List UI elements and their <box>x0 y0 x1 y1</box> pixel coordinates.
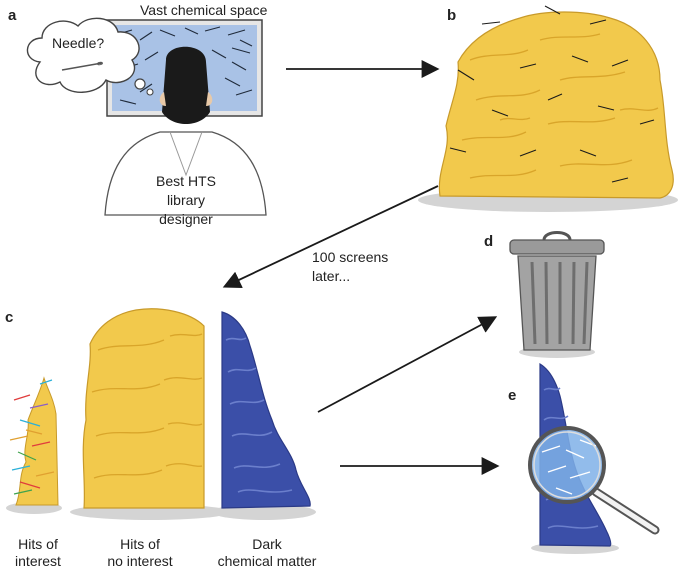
needle-icon <box>61 61 103 71</box>
label-no-interest-2: no interest <box>107 553 172 569</box>
trash-can-icon <box>509 231 605 358</box>
transition-line-2: later... <box>312 268 350 284</box>
panel-letter-c: c <box>5 309 13 326</box>
arrow-b-to-c <box>222 185 439 288</box>
hits-of-no-interest-slice <box>70 308 230 520</box>
person-label-line-3: designer <box>159 211 213 227</box>
label-hits-interest-1: Hits of <box>18 536 58 552</box>
person-figure <box>104 46 267 216</box>
hits-of-interest-slice <box>6 376 62 514</box>
panel-letter-b: b <box>447 7 456 24</box>
person-label-line-2: library <box>167 192 205 208</box>
thought-bubble-icon <box>26 17 154 96</box>
label-hits-interest-2: interest <box>15 553 61 569</box>
magnifying-glass-icon <box>528 426 660 535</box>
arrow-c-to-d <box>317 316 498 413</box>
panel-letter-a: a <box>8 7 17 24</box>
label-no-interest-1: Hits of <box>120 536 160 552</box>
haystack-icon <box>418 5 678 212</box>
transition-line-1: 100 screens <box>312 249 388 265</box>
chemical-space-title: Vast chemical space <box>140 2 268 18</box>
person-label-line-1: Best HTS <box>156 173 216 189</box>
panel-letter-d: d <box>484 233 493 250</box>
label-dark-matter-2: chemical matter <box>218 553 317 569</box>
dark-chemical-matter-slice <box>212 311 316 520</box>
thought-text: Needle? <box>52 35 104 51</box>
panel-letter-e: e <box>508 387 516 404</box>
label-dark-matter-1: Dark <box>252 536 283 552</box>
